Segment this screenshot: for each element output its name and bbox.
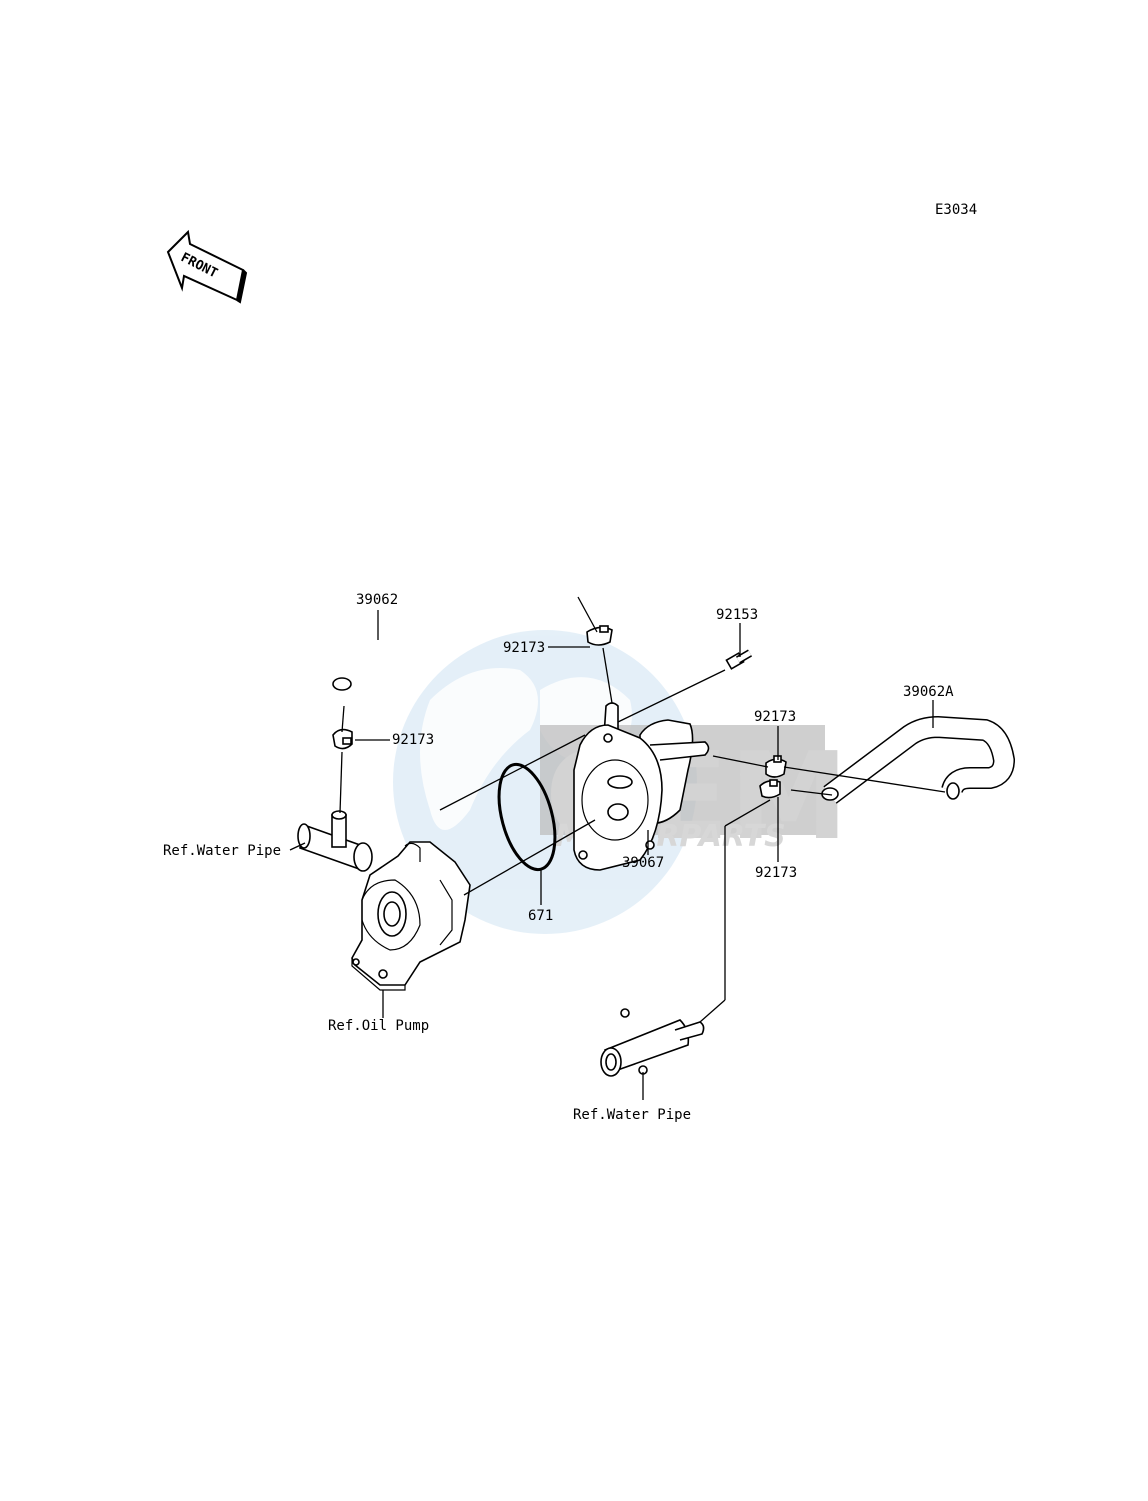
label-clamp-top: 92173 [503, 640, 545, 656]
label-ref-water-pipe-left: Ref.Water Pipe [163, 843, 281, 859]
label-oring-671: 671 [528, 908, 553, 924]
clamp-left [332, 728, 353, 750]
diagram-code: E3034 [935, 202, 977, 218]
label-clamp-right-lower: 92173 [755, 865, 797, 881]
label-bolt-92153: 92153 [716, 607, 758, 623]
label-clamp-left: 92173 [392, 732, 434, 748]
label-clamp-right-upper: 92173 [754, 709, 796, 725]
label-oil-cooler-39067: 39067 [622, 855, 664, 871]
clamp-top [586, 625, 613, 646]
clamp-right-lower [759, 779, 781, 799]
label-ref-oil-pump: Ref.Oil Pump [328, 1018, 429, 1034]
leader-lines [289, 596, 946, 1100]
hose-39062A [821, 715, 1016, 804]
water-pipe-bottom [600, 1008, 705, 1077]
label-hose-39062: 39062 [356, 592, 398, 608]
oring-671 [497, 762, 557, 872]
bolt-92153 [725, 649, 753, 670]
oil-cooler-39067 [573, 702, 710, 871]
label-ref-water-pipe-bottom: Ref.Water Pipe [573, 1107, 691, 1123]
label-hose-39062A: 39062A [903, 684, 954, 700]
oil-pump [351, 841, 471, 991]
water-pipe-left [297, 810, 373, 872]
hose-39062 [331, 521, 584, 691]
front-arrow-icon: FRONT [166, 229, 248, 304]
